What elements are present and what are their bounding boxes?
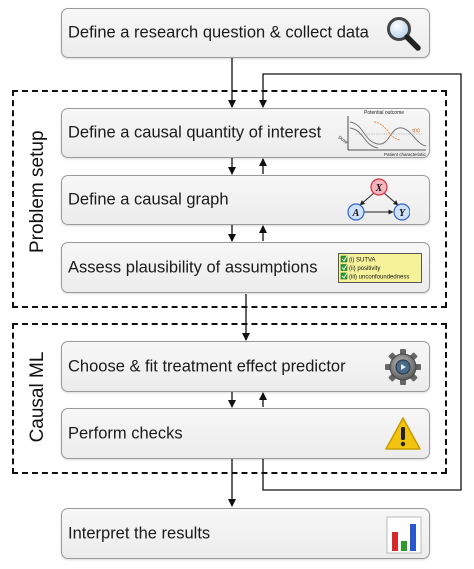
bar-chart-icon	[386, 516, 422, 554]
step-define-question[interactable]: Define a research question & collect dat…	[61, 8, 430, 58]
gear-icon	[385, 349, 421, 385]
step-assumptions[interactable]: Assess plausibility of assumptions (i) S…	[61, 242, 430, 293]
warning-icon	[385, 417, 421, 450]
graph-node-x	[370, 178, 388, 196]
step-causal-graph-label: Define a causal graph	[68, 190, 229, 209]
causal-ml-label: Causal ML	[27, 351, 48, 443]
causal-graph-icon: X A Y	[347, 178, 410, 221]
step-interpret-label: Interpret the results	[68, 524, 211, 542]
problem-setup-group	[12, 90, 447, 308]
feedback-loop-checks-to-quantity	[259, 73, 462, 491]
step-interpret[interactable]: Interpret the results	[61, 508, 430, 559]
problem-setup-label: Problem setup	[27, 130, 48, 253]
step-fit-predictor-label: Choose & fit treatment effect predictor	[68, 357, 346, 375]
checklist-item-sutva: (i) SUTVA	[349, 258, 376, 264]
svg-text:Y: Y	[399, 208, 406, 219]
potential-outcome-plot-icon: Potential outcome τ(x) Dose Patient char…	[337, 110, 427, 157]
plot-icon-title: Potential outcome	[364, 110, 404, 116]
checklist-item-unconfoundedness: (iii) unconfoundedness	[349, 275, 409, 281]
step-checks[interactable]: Perform checks	[61, 408, 430, 459]
checklist-icon: (i) SUTVA (ii) positivity (iii) unconfou…	[338, 253, 422, 283]
plot-icon-annotation: τ(x)	[412, 128, 420, 134]
checklist-item-positivity: (ii) positivity	[349, 266, 380, 272]
graph-node-a	[347, 203, 365, 221]
step-causal-quantity[interactable]: Define a causal quantity of interest Pot…	[61, 108, 430, 158]
step-causal-quantity-label: Define a causal quantity of interest	[68, 123, 322, 142]
step-fit-predictor[interactable]: Choose & fit treatment effect predictor	[61, 341, 430, 392]
graph-node-y	[393, 203, 410, 221]
svg-text:A: A	[352, 208, 360, 219]
plot-icon-ylabel: Dose	[337, 135, 349, 145]
magnifier-icon	[387, 17, 421, 51]
step-causal-graph[interactable]: Define a causal graph X A Y	[61, 175, 430, 225]
step-assumptions-label: Assess plausibility of assumptions	[68, 258, 318, 276]
plot-icon-xlabel: Patient characteristic	[384, 152, 427, 157]
svg-text:X: X	[375, 183, 383, 194]
causal-ml-group	[12, 323, 447, 474]
step-define-question-label: Define a research question & collect dat…	[68, 23, 369, 42]
step-checks-label: Perform checks	[68, 424, 183, 442]
